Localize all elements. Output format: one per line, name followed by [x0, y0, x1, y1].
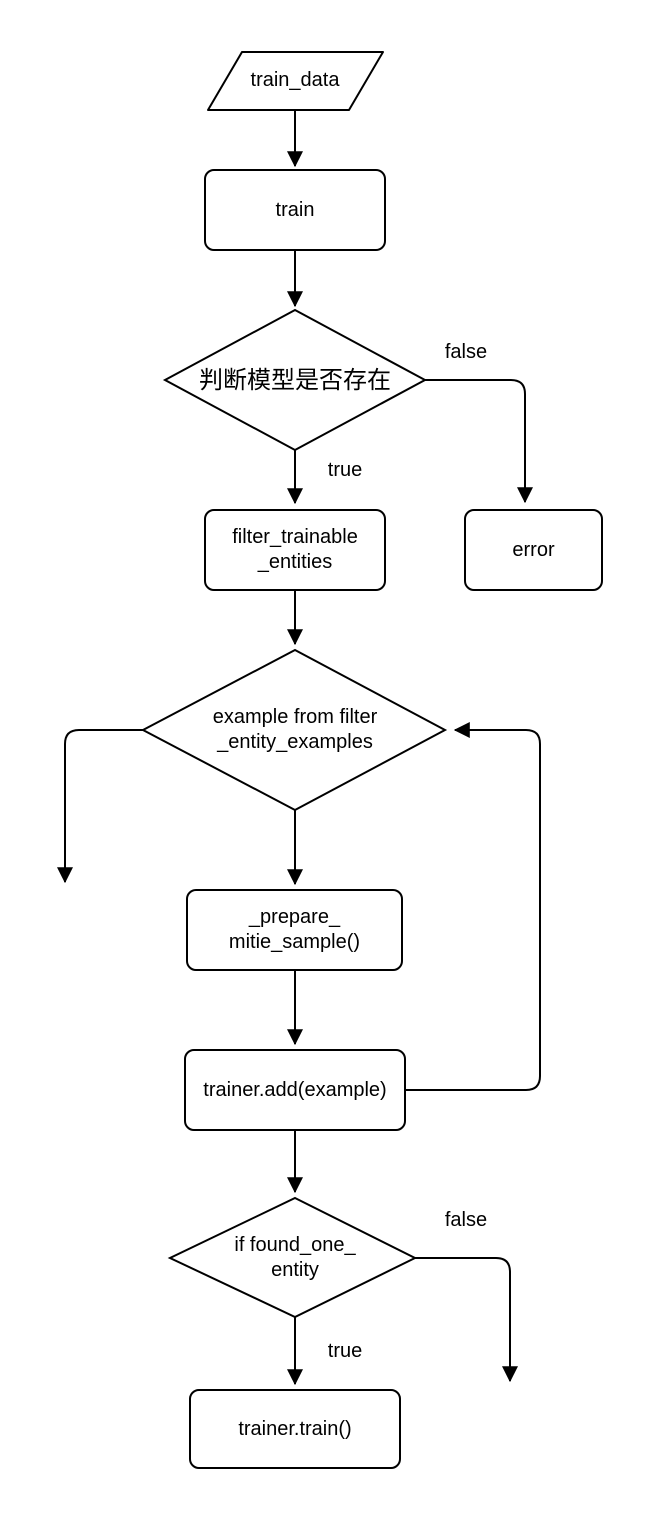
found-one-entity-diamond-shape [167, 1196, 418, 1319]
edge-example-loop-left-exit [57, 729, 143, 884]
prepare-mitie-sample-rect-shape [186, 889, 403, 971]
train-rect-shape [204, 169, 386, 251]
trainer-train-rect-shape [189, 1389, 401, 1469]
edge-trainer-add-loop-back [405, 722, 541, 1091]
trainer-add-rect-shape [184, 1049, 406, 1131]
train-data-parallelogram-shape [207, 51, 384, 111]
error-rect-shape [464, 509, 603, 591]
filter-trainable-entities-rect-shape [204, 509, 386, 591]
example-loop-diamond-shape [140, 648, 448, 812]
edge-model-exists-false-to-error [425, 379, 533, 504]
edge-found-one-false-exit [415, 1257, 518, 1383]
model-exists-diamond-shape [162, 308, 428, 452]
